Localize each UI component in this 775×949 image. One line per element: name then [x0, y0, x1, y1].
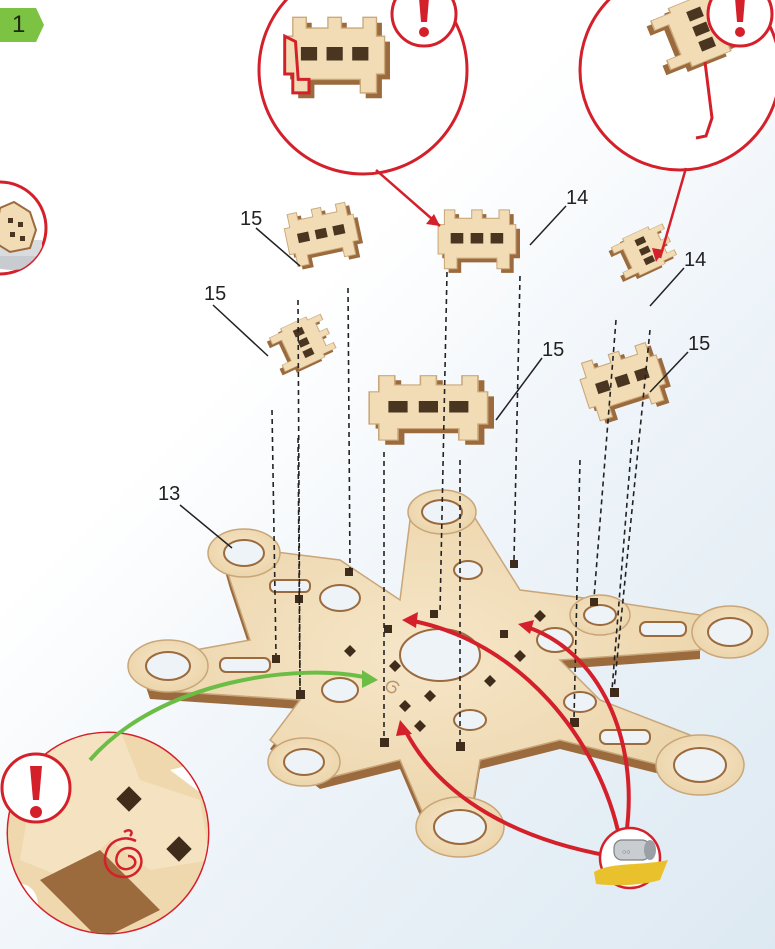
- label-15-top-left: 15: [240, 208, 262, 230]
- glue-tape-icon: ○○: [594, 828, 668, 888]
- label-15-mid-right: 15: [688, 333, 710, 355]
- part-15-mid-left: [264, 311, 338, 379]
- label-15-mid-center: 15: [542, 339, 564, 361]
- label-15-mid-left: 15: [204, 283, 226, 305]
- exclamation-icon: [2, 754, 70, 822]
- label-14-right: 14: [684, 249, 706, 271]
- base-snowflake-part-13: [128, 490, 768, 857]
- callout-side-left: [0, 182, 46, 274]
- svg-text:○○: ○○: [622, 849, 630, 856]
- part-labels: 15 15 13 14 14 15 15: [158, 187, 710, 505]
- part-14-top-center: [438, 210, 520, 273]
- part-15-mid-center: [369, 376, 494, 445]
- label-13: 13: [158, 483, 180, 505]
- part-15-mid-right: [575, 339, 675, 427]
- label-14-top-center: 14: [566, 187, 588, 209]
